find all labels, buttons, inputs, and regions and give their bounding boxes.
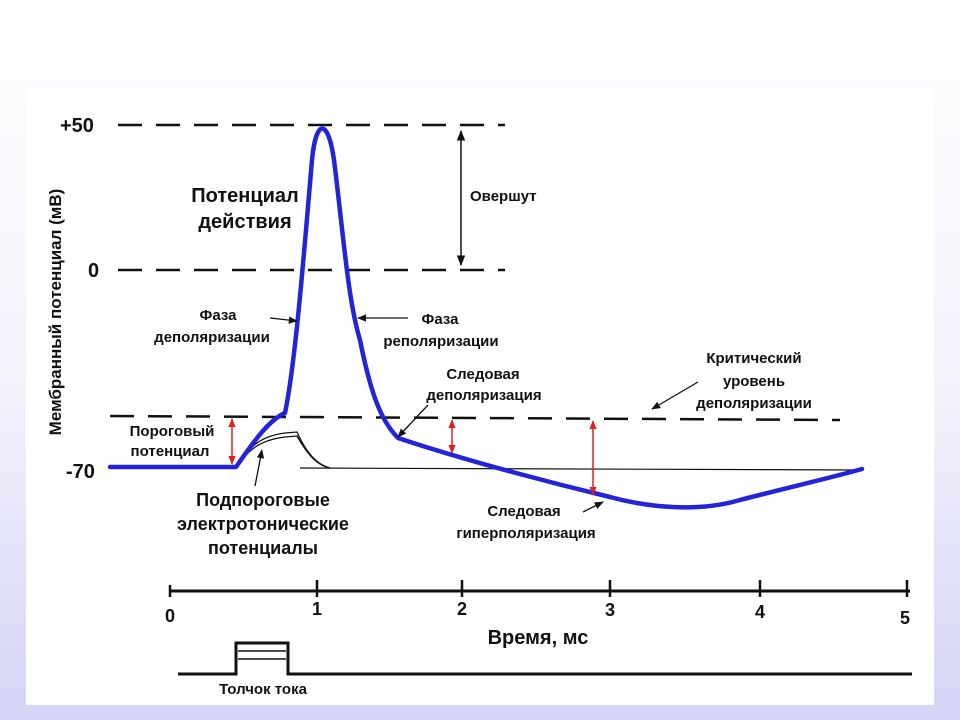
critical-level-pointer	[651, 381, 699, 410]
action-potential-curve	[107, 126, 865, 510]
label-repolarization-phase-2: реполяризации	[383, 333, 498, 350]
subthreshold-curve-1	[235, 435, 331, 469]
label-subthreshold-3: потенциалы	[208, 538, 318, 558]
label-subthreshold-1: Подпороговые	[196, 490, 330, 510]
x-tick-1: 1	[312, 599, 322, 619]
trace-hyperpolarization-pointer	[582, 501, 604, 513]
label-overshoot: Овершут	[470, 188, 537, 205]
y-tick-zero: 0	[88, 260, 99, 282]
trace-depolarization-pointer	[397, 404, 429, 438]
depolarization-pointer	[269, 316, 298, 324]
y-axis-label: Мембранный потенциал (мВ)	[46, 189, 65, 436]
label-critical-level-2: уровень	[723, 373, 785, 390]
label-trace-hyperpolarization-2: гиперполяризация	[456, 525, 595, 542]
label-trace-depolarization-2: деполяризация	[426, 387, 541, 404]
label-trace-hyperpolarization-1: Следовая	[487, 503, 560, 520]
x-tick-2: 2	[457, 599, 467, 619]
resting-baseline	[299, 467, 863, 471]
label-depolarization-phase-2: деполяризации	[154, 329, 270, 346]
x-axis-label: Время, мс	[488, 627, 589, 649]
time-axis-ticks	[168, 580, 909, 597]
diagram-panel	[26, 88, 934, 705]
y-tick-plus50: +50	[60, 115, 94, 137]
critical-level-dashed	[109, 414, 841, 422]
label-action-potential-1: Потенциал	[191, 185, 299, 207]
x-tick-5: 5	[900, 608, 910, 628]
label-action-potential-2: действия	[198, 211, 291, 233]
stimulus-trace	[178, 641, 912, 676]
x-tick-0: 0	[165, 606, 175, 626]
label-trace-depolarization-1: Следовая	[446, 366, 519, 383]
label-threshold-1: Пороговый	[130, 423, 215, 440]
x-tick-3: 3	[605, 600, 615, 620]
label-subthreshold-2: электротонические	[177, 514, 349, 534]
subthreshold-pointer	[254, 449, 265, 487]
y-tick-minus70: -70	[66, 461, 95, 483]
label-critical-level-1: Критический	[706, 350, 801, 367]
label-critical-level-3: деполяризации	[696, 395, 812, 412]
label-stimulus: Толчок тока	[219, 681, 308, 698]
label-depolarization-phase-1: Фаза	[200, 307, 238, 324]
label-repolarization-phase-1: Фаза	[422, 311, 460, 328]
x-tick-4: 4	[755, 602, 765, 622]
label-threshold-2: потенциал	[131, 443, 210, 460]
